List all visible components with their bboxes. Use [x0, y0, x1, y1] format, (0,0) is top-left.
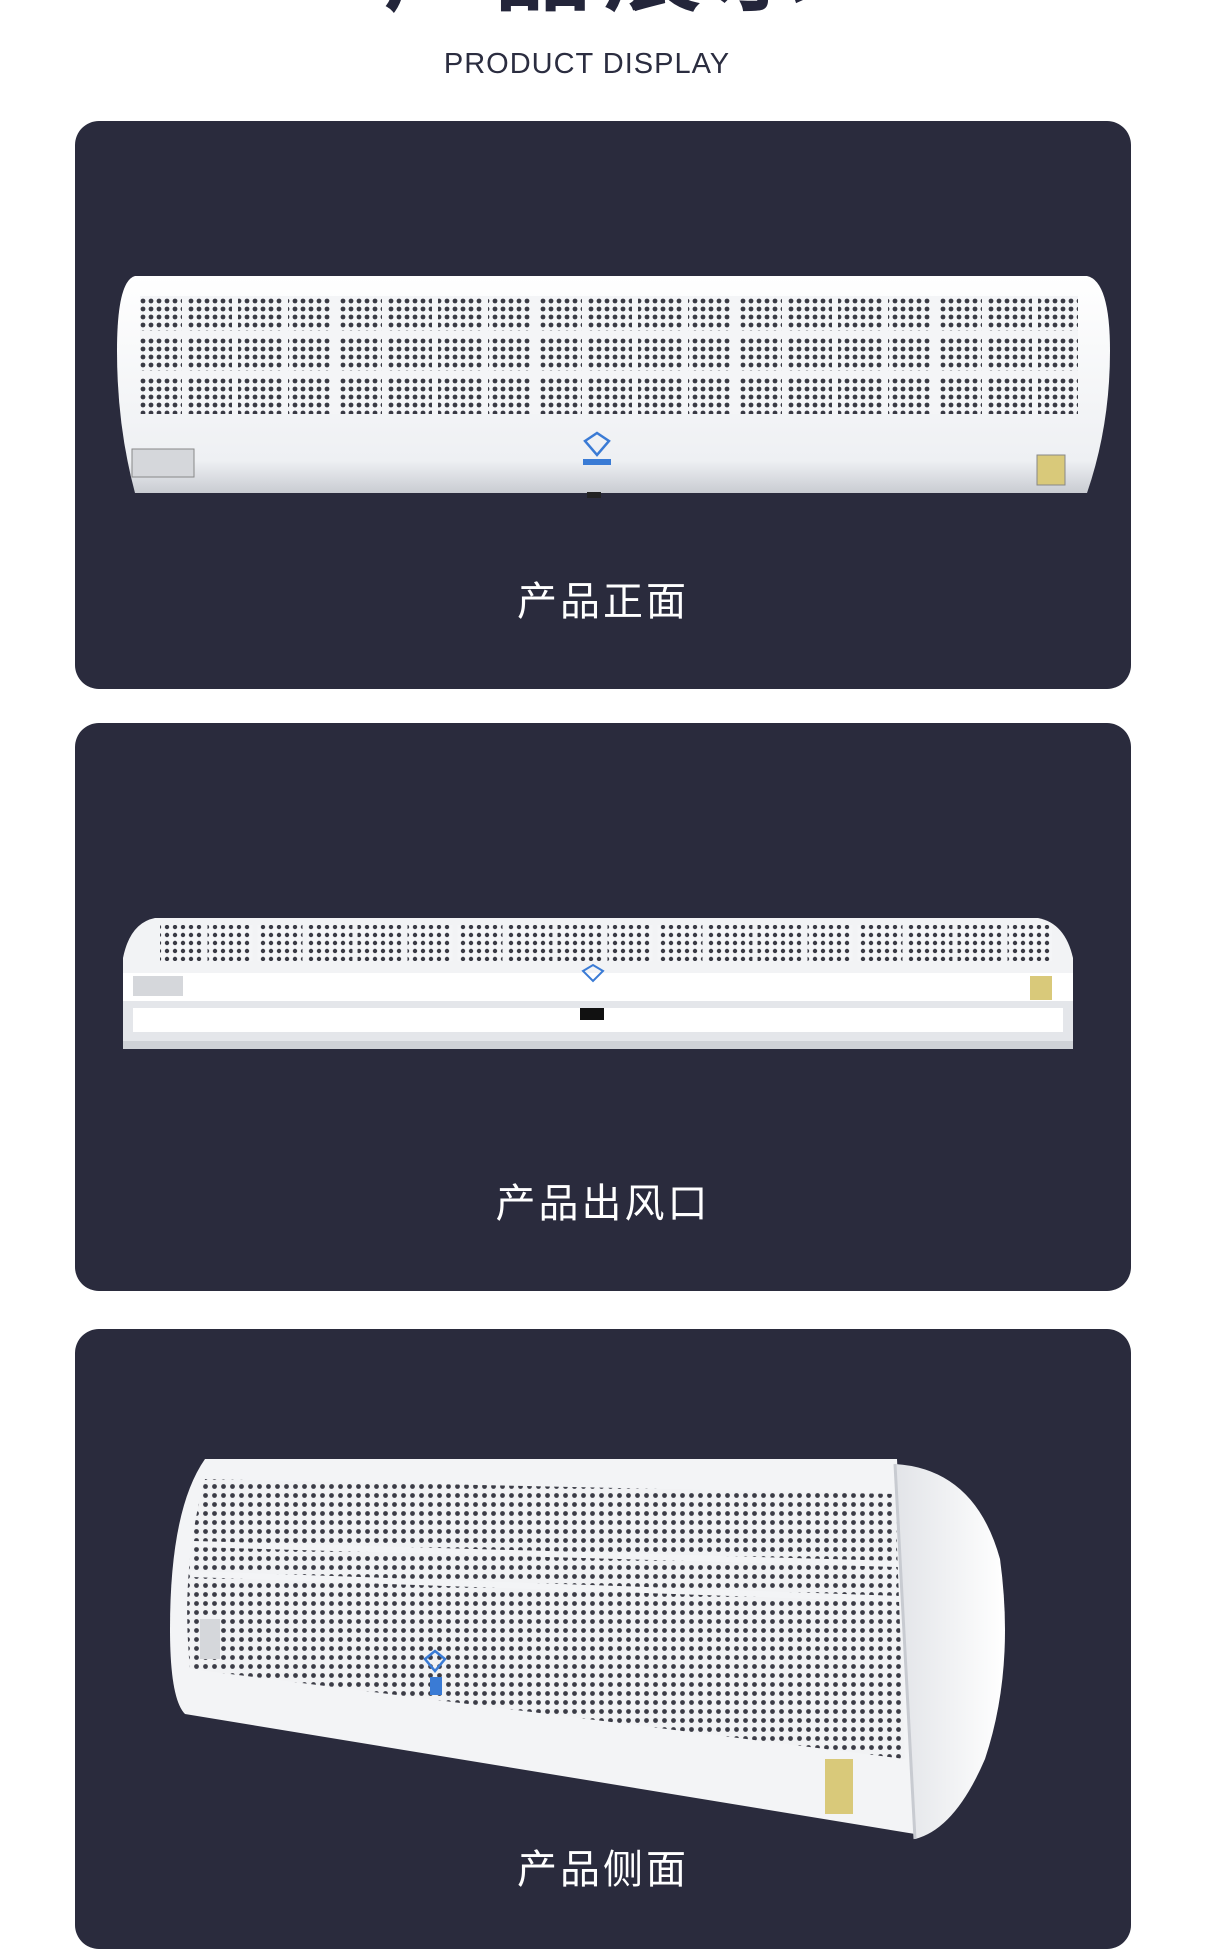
product-front-image — [117, 276, 1110, 498]
page-title: 产品展示 — [0, 0, 1209, 16]
product-card-side: 产品侧面 — [75, 1329, 1131, 1949]
product-outlet-image — [123, 918, 1073, 1049]
caption-front: 产品正面 — [517, 579, 689, 625]
product-card-front: 产品正面 — [75, 121, 1131, 689]
page-subtitle: PRODUCT DISPLAY — [443, 48, 731, 80]
product-side-image — [170, 1459, 1005, 1840]
product-card-outlet: 产品出风口 — [75, 723, 1131, 1291]
caption-side: 产品侧面 — [517, 1847, 689, 1893]
caption-outlet: 产品出风口 — [495, 1181, 711, 1227]
